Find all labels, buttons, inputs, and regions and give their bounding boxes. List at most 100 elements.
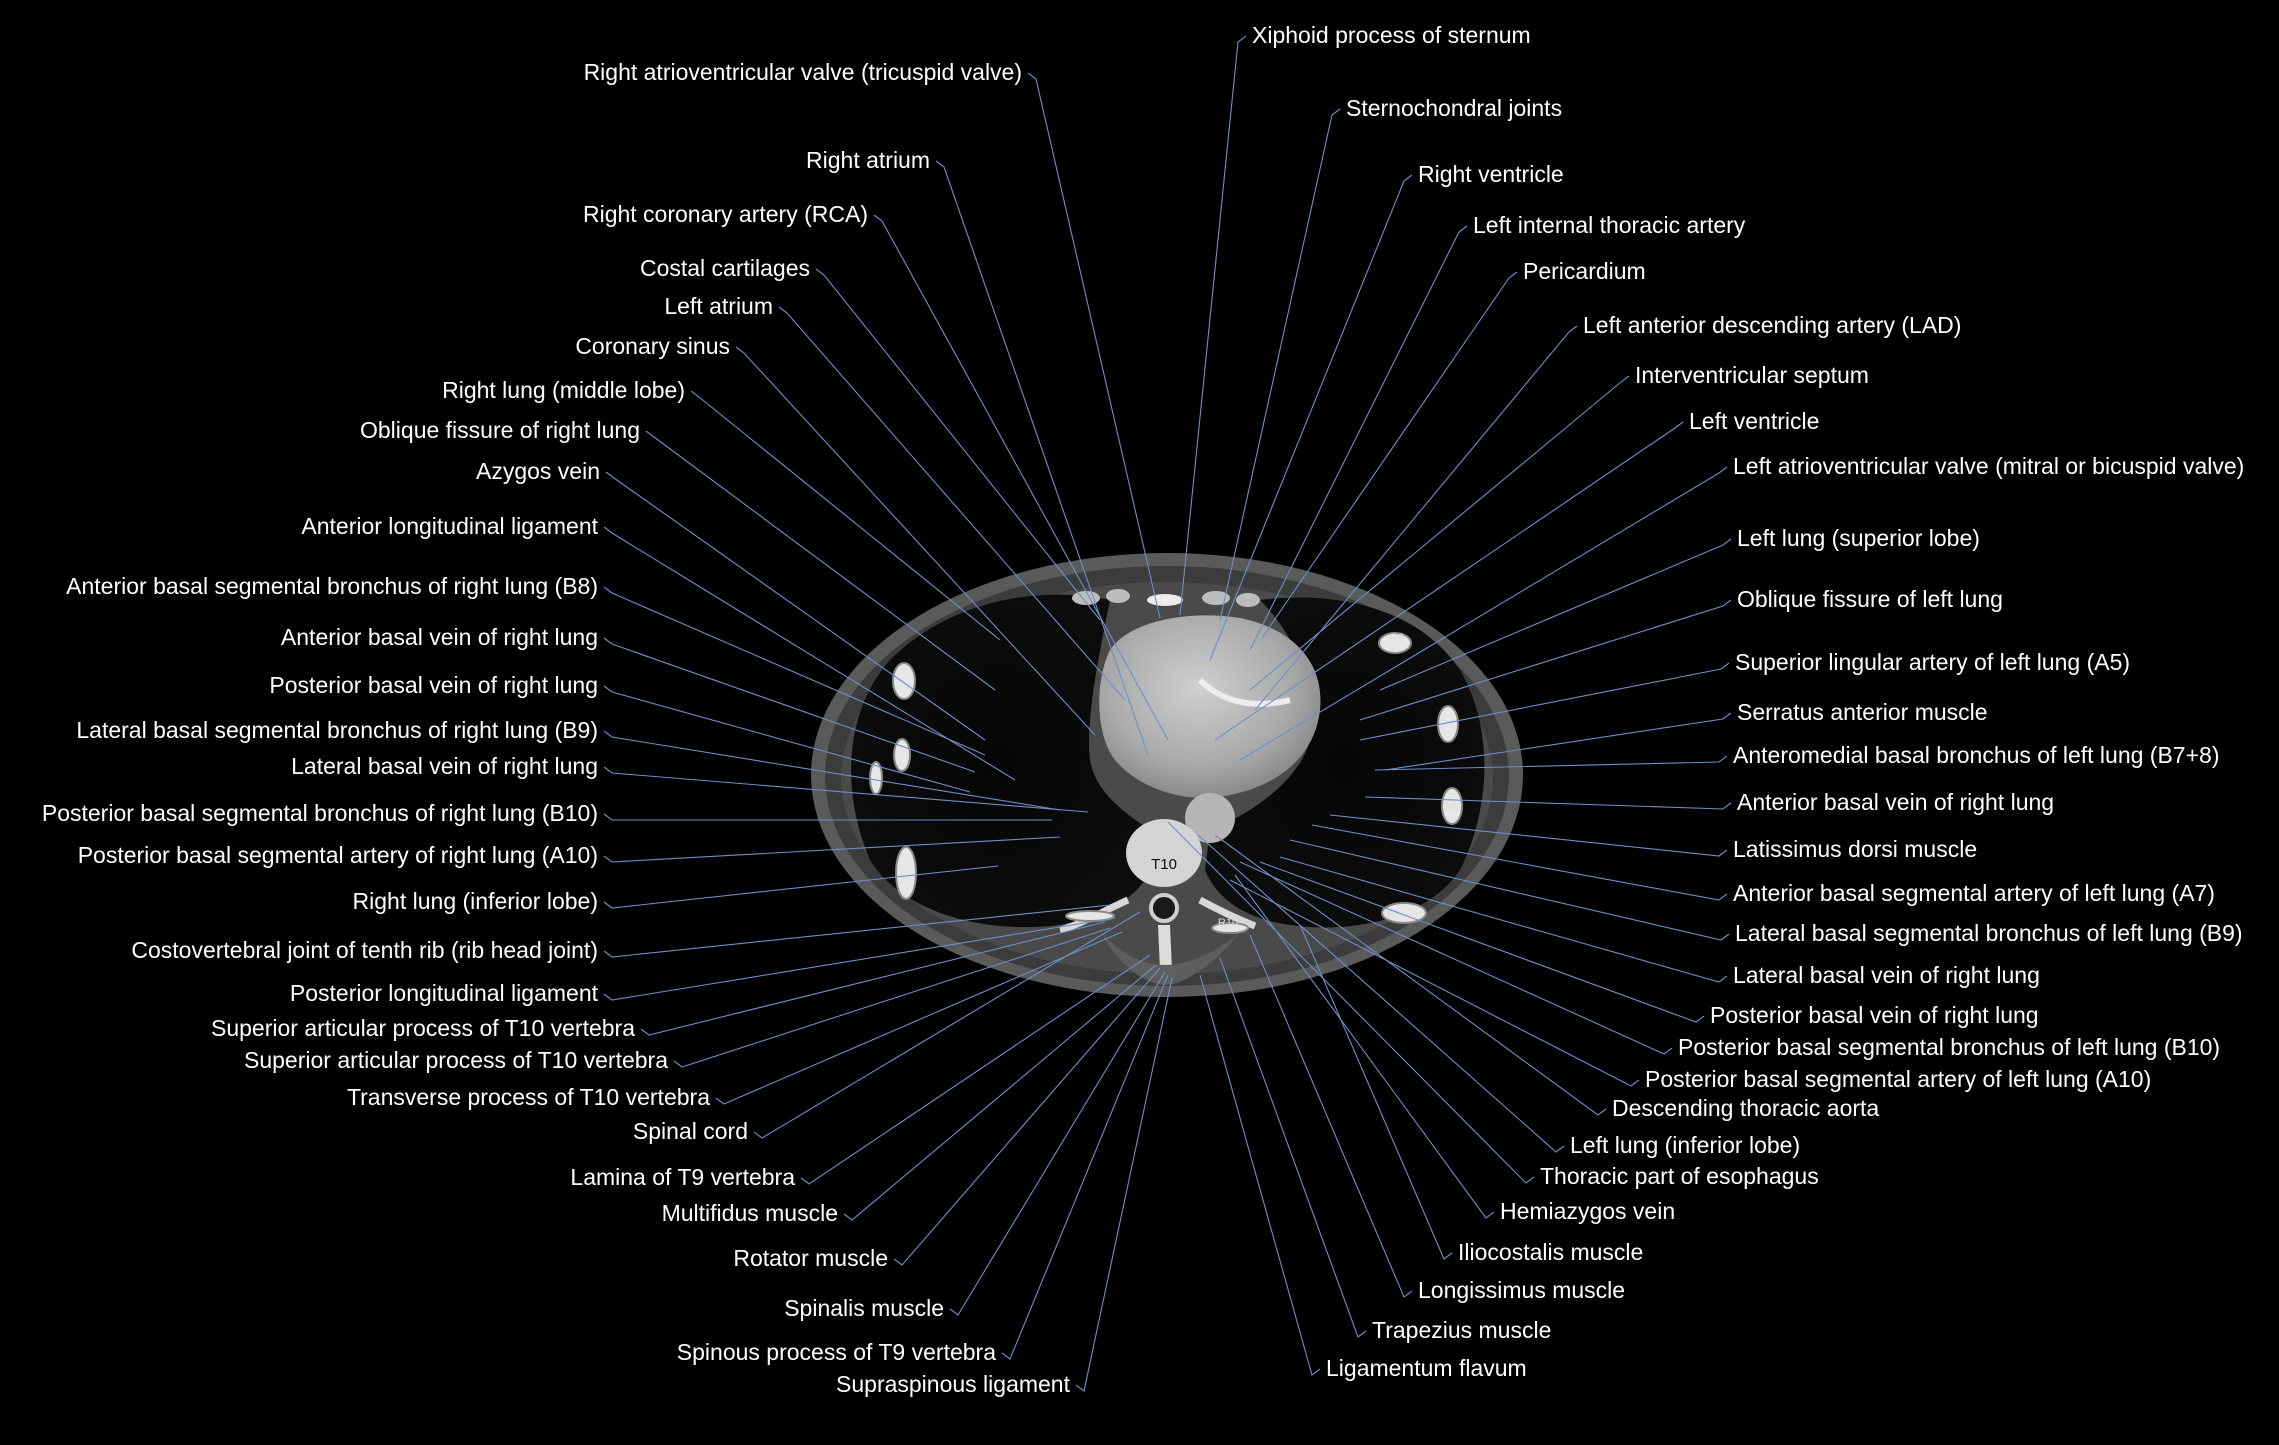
- anatomy-label: Left anterior descending artery (LAD): [1583, 312, 1961, 338]
- anatomy-label: Oblique fissure of left lung: [1737, 586, 2003, 612]
- anatomy-label: Multifidus muscle: [662, 1200, 838, 1226]
- leader-line: [815, 268, 1101, 621]
- anatomy-label: Right atrioventricular valve (tricuspid …: [584, 59, 1022, 85]
- leader-line: [603, 813, 1052, 821]
- anatomy-label: Spinous process of T9 vertebra: [677, 1339, 996, 1365]
- leader-line: [1214, 421, 1684, 741]
- anatomy-label: Left internal thoracic artery: [1473, 212, 1746, 238]
- anatomy-label: Anteromedial basal bronchus of left lung…: [1733, 742, 2219, 768]
- rib-label: R9: [1387, 908, 1401, 920]
- anatomy-label: Right coronary artery (RCA): [583, 201, 868, 227]
- leader-line: [935, 160, 1149, 756]
- leader-line: [949, 971, 1166, 1316]
- leader-line: [1249, 375, 1630, 691]
- anatomy-label: Thoracic part of esophagus: [1540, 1163, 1819, 1189]
- leader-line: [893, 967, 1161, 1266]
- anatomy-label: Longissimus muscle: [1418, 1277, 1625, 1303]
- aorta: [1185, 793, 1235, 843]
- heart: [1099, 615, 1321, 799]
- anatomy-label: Hemiazygos vein: [1500, 1198, 1675, 1224]
- leader-line: [603, 685, 971, 793]
- anatomy-label: Posterior basal vein of right lung: [269, 672, 598, 698]
- anatomy-label: Lateral basal vein of right lung: [291, 753, 598, 779]
- septum: [1197, 677, 1291, 707]
- anatomy-label: Anterior basal vein of right lung: [281, 624, 598, 650]
- leader-line: [690, 390, 1001, 641]
- rib-label: R8: [1445, 801, 1459, 813]
- leader-line: [603, 730, 1061, 811]
- anatomy-label: Coronary sinus: [575, 333, 730, 359]
- vertebral-body: [1126, 819, 1202, 887]
- leader-line: [645, 430, 996, 691]
- leader-line: [1359, 662, 1730, 741]
- anatomy-label: Right ventricle: [1418, 161, 1564, 187]
- anatomy-label: Posterior basal segmental artery of righ…: [78, 842, 598, 868]
- anatomy-label: Posterior basal segmental bronchus of ri…: [42, 800, 598, 826]
- spinal-canal: [1149, 893, 1179, 923]
- anatomy-label: Sternochondral joints: [1346, 95, 1562, 121]
- transverse-right: [1198, 896, 1257, 930]
- anatomy-label: Lamina of T9 vertebra: [570, 1164, 795, 1190]
- anatomy-label: Lateral basal segmental bronchus of righ…: [76, 717, 598, 743]
- anatomy-label: Right lung (inferior lobe): [353, 888, 598, 914]
- anatomy-label: Left lung (superior lobe): [1737, 525, 1980, 551]
- anatomy-label: Lateral basal segmental bronchus of left…: [1735, 920, 2243, 946]
- leader-line: [1279, 856, 1728, 983]
- leader-line: [735, 346, 1096, 736]
- anatomy-label: Posterior basal segmental artery of left…: [1645, 1066, 2151, 1092]
- ct-slice: T10 R6 R7 R8 R9 R10: [811, 553, 1523, 997]
- leader-line: [1179, 35, 1247, 616]
- leader-line: [715, 931, 1123, 1105]
- anatomy-label: Superior articular process of T10 verteb…: [244, 1047, 668, 1073]
- anatomy-label: Left ventricle: [1689, 408, 1819, 434]
- anatomy-label: Posterior basal segmental bronchus of le…: [1678, 1034, 2220, 1060]
- leader-line: [603, 917, 1116, 1001]
- anatomy-label: Costal cartilages: [640, 255, 810, 281]
- anatomy-label: Ligamentum flavum: [1326, 1355, 1527, 1381]
- leader-line: [1311, 824, 1728, 901]
- anatomy-label: Transverse process of T10 vertebra: [347, 1084, 710, 1110]
- leader-line: [1219, 957, 1367, 1338]
- leader-line: [605, 471, 986, 741]
- leader-line: [1001, 974, 1169, 1360]
- leader-line: [843, 964, 1157, 1221]
- anatomy-label: Posterior basal vein of right lung: [1710, 1002, 2039, 1028]
- leader-line: [640, 921, 1106, 1036]
- anatomy-label: Oblique fissure of right lung: [360, 417, 640, 443]
- anatomy-label: Costovertebral joint of tenth rib (rib h…: [131, 937, 598, 963]
- leader-line: [1374, 755, 1728, 771]
- leader-line: [673, 927, 1111, 1068]
- anatomy-label: Anterior longitudinal ligament: [301, 513, 598, 539]
- anatomy-label: Right lung (middle lobe): [442, 377, 685, 403]
- leader-line: [753, 911, 1141, 1139]
- leader-line: [1259, 861, 1705, 1023]
- anatomy-label: Right atrium: [806, 147, 930, 173]
- leader-line: [1027, 72, 1161, 619]
- leader-line: [603, 836, 1061, 863]
- leader-line: [873, 214, 1169, 741]
- rib-label: R6: [1390, 632, 1404, 644]
- leader-line: [1289, 839, 1730, 941]
- leader-line: [1209, 174, 1413, 661]
- leader-line: [1229, 879, 1640, 1087]
- paraspinal-muscles: [1100, 930, 1240, 985]
- leader-line: [778, 306, 1126, 701]
- rib-label: R10: [1218, 917, 1238, 929]
- vertebra-label: T10: [1151, 856, 1177, 873]
- leader-line: [1249, 225, 1468, 651]
- label-list: Right atrioventricular valve (tricuspid …: [42, 22, 2244, 1397]
- anatomy-label: Anterior basal segmental bronchus of rig…: [66, 573, 598, 599]
- anatomy-label: Left lung (inferior lobe): [1570, 1132, 1800, 1158]
- anatomy-label: Iliocostalis muscle: [1458, 1239, 1643, 1265]
- leader-line: [1239, 861, 1673, 1055]
- leader-line: [1299, 924, 1453, 1260]
- anatomy-label: Azygos vein: [476, 458, 600, 484]
- leader-line: [1261, 271, 1518, 639]
- anatomy-label: Left atrioventricular valve (mitral or b…: [1733, 453, 2244, 479]
- anatomy-label: Trapezius muscle: [1372, 1317, 1551, 1343]
- leader-line: [603, 526, 1016, 781]
- leader-line: [603, 766, 1089, 813]
- leader-lines: [603, 35, 1732, 1392]
- leader-line: [603, 586, 986, 756]
